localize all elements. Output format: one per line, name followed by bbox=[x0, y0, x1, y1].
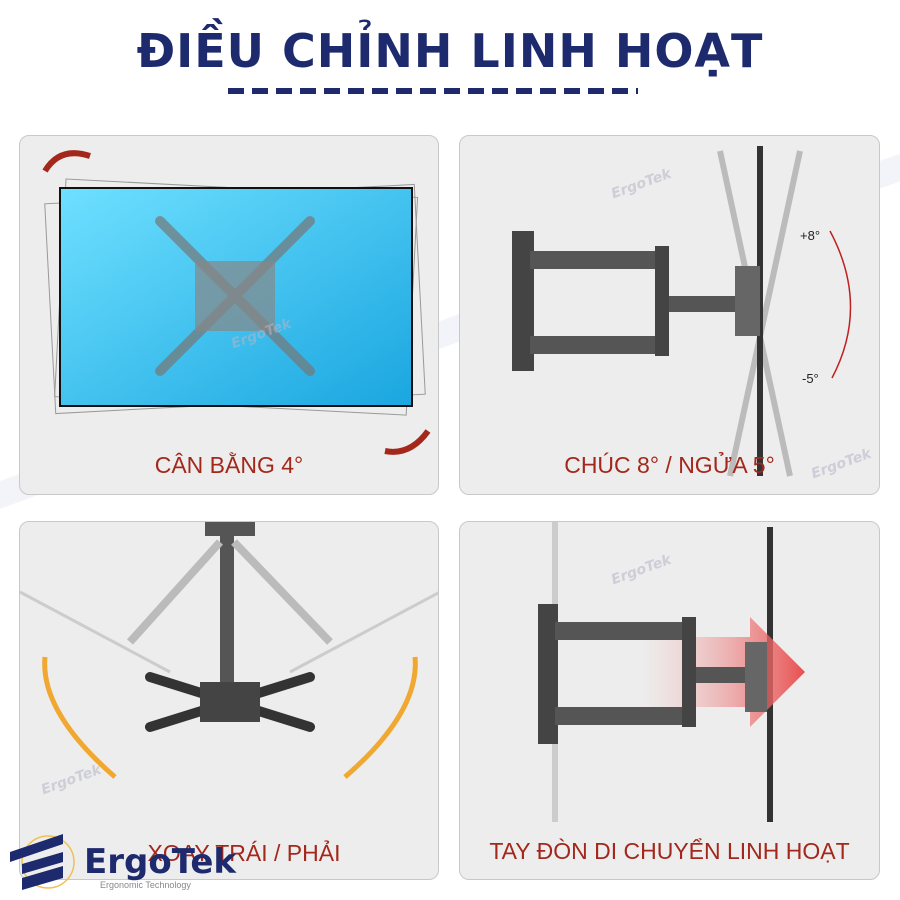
tilt-up-label: +8° bbox=[800, 228, 820, 243]
panel-arm: ErgoTek TAY ĐÒN DI CHUYỂN LINH HOẠT bbox=[459, 521, 880, 880]
arm-extension-illustration bbox=[538, 522, 805, 822]
title-underline bbox=[228, 88, 638, 94]
logo-name: ErgoTek bbox=[84, 842, 237, 882]
rotate-arrow-icon bbox=[42, 150, 91, 173]
caption-tilt: CHÚC 8° / NGỬA 5° bbox=[564, 452, 775, 478]
panel-swivel: ErgoTek XOAY TRÁI / PHẢI bbox=[19, 521, 439, 880]
tilt-down-label: -5° bbox=[802, 371, 819, 386]
logo-tagline: Ergonomic Technology bbox=[100, 880, 191, 890]
swivel-illustration bbox=[20, 522, 438, 779]
page-title: ĐIỀU CHỈNH LINH HOẠT bbox=[136, 24, 764, 78]
rotate-arrow-icon bbox=[384, 429, 431, 455]
swivel-right-arrow-icon bbox=[343, 656, 418, 779]
caption-swivel: XOAY TRÁI / PHẢI bbox=[147, 840, 341, 866]
tv-level-illustration bbox=[42, 150, 431, 455]
caption-arm: TAY ĐÒN DI CHUYỂN LINH HOẠT bbox=[489, 838, 850, 864]
brand-logo: ErgoTek Ergonomic Technology bbox=[8, 832, 236, 892]
ergotek-logo-icon bbox=[10, 834, 75, 890]
tilt-illustration: +8° -5° bbox=[512, 146, 852, 477]
swivel-left-arrow-icon bbox=[42, 656, 117, 779]
caption-level: CÂN BẰNG 4° bbox=[154, 452, 304, 478]
tilt-arc-icon bbox=[829, 230, 852, 379]
panel-tilt: +8° -5° ErgoTek ErgoTek CHÚC 8° / NGỬA 5… bbox=[459, 135, 880, 495]
panel-level: ErgoTek CÂN BẰNG 4° bbox=[19, 135, 439, 495]
